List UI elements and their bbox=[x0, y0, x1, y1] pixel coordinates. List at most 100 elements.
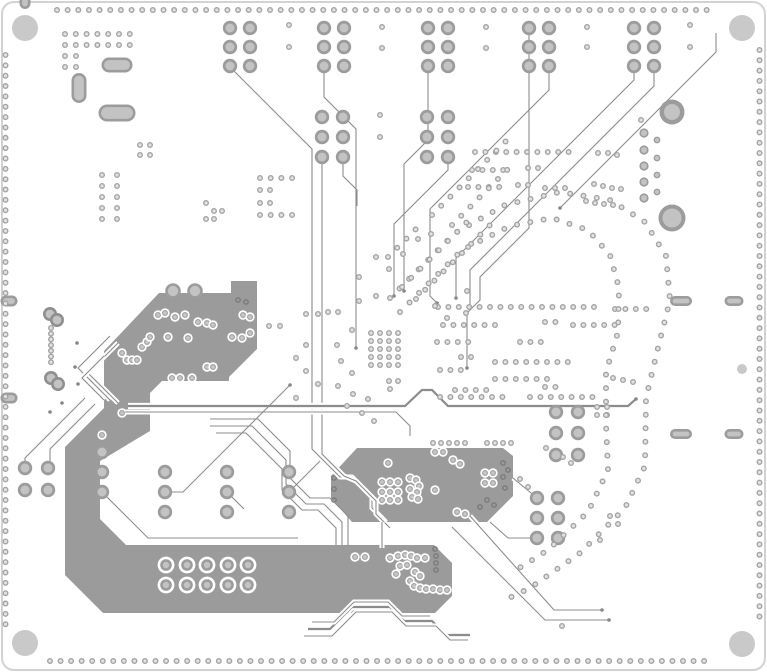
stitching-via-row bbox=[574, 658, 581, 665]
stitching-via-row bbox=[288, 6, 295, 13]
tented-via bbox=[502, 485, 508, 491]
pad-array bbox=[339, 23, 349, 33]
stitching-via-row bbox=[756, 603, 763, 610]
pad-array bbox=[222, 487, 232, 497]
stitching-via-row bbox=[563, 658, 570, 665]
stitching-via-row bbox=[448, 6, 455, 13]
trace bbox=[323, 67, 357, 348]
clearance-via bbox=[430, 585, 437, 592]
pad-array bbox=[649, 61, 659, 71]
oval-pad bbox=[74, 75, 84, 101]
via-fence bbox=[474, 166, 481, 173]
pad-array bbox=[97, 487, 107, 497]
oval-pad bbox=[672, 431, 690, 437]
stitching-via-row bbox=[2, 331, 9, 338]
clearance-via bbox=[393, 570, 400, 577]
clearance-via bbox=[444, 586, 451, 593]
stitching-via-row bbox=[96, 6, 103, 13]
via-fence bbox=[618, 204, 625, 211]
stitching-via-row bbox=[756, 592, 763, 599]
via-row bbox=[469, 166, 476, 173]
via bbox=[600, 182, 607, 189]
via bbox=[583, 197, 590, 204]
stitching-via-row bbox=[256, 6, 263, 13]
via-row bbox=[512, 376, 519, 383]
via bbox=[591, 180, 598, 187]
clearance-via bbox=[98, 432, 105, 439]
stitching-via-row bbox=[756, 211, 763, 218]
tented-via bbox=[432, 546, 438, 552]
stitching-via-row bbox=[682, 6, 689, 13]
pad-array bbox=[317, 132, 327, 142]
pad-array bbox=[544, 42, 554, 52]
mounting-hole bbox=[729, 631, 755, 657]
pad-array bbox=[43, 463, 53, 473]
via bbox=[356, 274, 363, 281]
stitching-via-row bbox=[756, 201, 763, 208]
stitching-via-row bbox=[47, 658, 54, 665]
clearance-via bbox=[229, 334, 236, 341]
clearance-via bbox=[210, 364, 217, 371]
via-fence bbox=[425, 280, 432, 287]
via-fence bbox=[642, 411, 649, 418]
stitching-via-row bbox=[395, 658, 402, 665]
via bbox=[293, 355, 300, 362]
stitching-via-row bbox=[139, 6, 146, 13]
stitching-via-row bbox=[373, 6, 380, 13]
stitching-via-row bbox=[585, 658, 592, 665]
pad-array bbox=[544, 23, 554, 33]
via-row bbox=[558, 394, 565, 401]
pad-array bbox=[551, 428, 561, 438]
stitching-via-row bbox=[756, 119, 763, 126]
via-row bbox=[492, 440, 499, 447]
via-row bbox=[126, 42, 133, 49]
via-row bbox=[496, 183, 503, 190]
trace-terminal bbox=[354, 346, 358, 350]
via-row bbox=[507, 304, 514, 311]
via-fence bbox=[648, 229, 655, 236]
pad-array bbox=[43, 485, 53, 495]
fanout-via-grid bbox=[395, 354, 402, 361]
via bbox=[386, 266, 393, 273]
stitching-via-row bbox=[128, 6, 135, 13]
medium-pad bbox=[654, 155, 660, 161]
stitching-via-row bbox=[586, 6, 593, 13]
via-fence bbox=[422, 286, 429, 293]
stitching-via-row bbox=[756, 479, 763, 486]
stitching-via-row bbox=[194, 658, 201, 665]
via-row bbox=[465, 183, 472, 190]
via-row bbox=[555, 148, 562, 155]
via-row bbox=[257, 211, 264, 218]
stitching-via-row bbox=[2, 248, 9, 255]
trace-terminal bbox=[76, 382, 80, 386]
pad-array bbox=[222, 507, 232, 517]
stitching-via-row bbox=[2, 372, 9, 379]
via-fence bbox=[642, 425, 649, 432]
trace bbox=[210, 418, 349, 545]
oval-pad bbox=[101, 107, 133, 119]
stitching-via-row bbox=[141, 658, 148, 665]
stitching-via-row bbox=[131, 658, 138, 665]
stitching-via-row bbox=[2, 321, 9, 328]
copper-pour-left bbox=[65, 281, 452, 613]
stitching-via-row bbox=[437, 6, 444, 13]
clearance-via bbox=[454, 509, 461, 516]
via-fence bbox=[540, 549, 547, 556]
clearance-via bbox=[379, 479, 386, 486]
pad-array bbox=[422, 152, 432, 162]
via-row bbox=[454, 440, 461, 447]
stitching-via-row bbox=[756, 232, 763, 239]
fanout-via-grid bbox=[377, 330, 384, 337]
stitching-via-row bbox=[352, 658, 359, 665]
stacked-pad bbox=[52, 315, 62, 325]
via bbox=[525, 164, 532, 171]
via-row bbox=[591, 304, 598, 311]
connector-pad-array bbox=[244, 561, 252, 569]
fanout-via-grid bbox=[395, 338, 402, 345]
via bbox=[210, 215, 217, 222]
stitching-via-row bbox=[2, 538, 9, 545]
via-row bbox=[440, 322, 447, 329]
trace bbox=[288, 460, 321, 493]
stitching-via-row bbox=[321, 658, 328, 665]
